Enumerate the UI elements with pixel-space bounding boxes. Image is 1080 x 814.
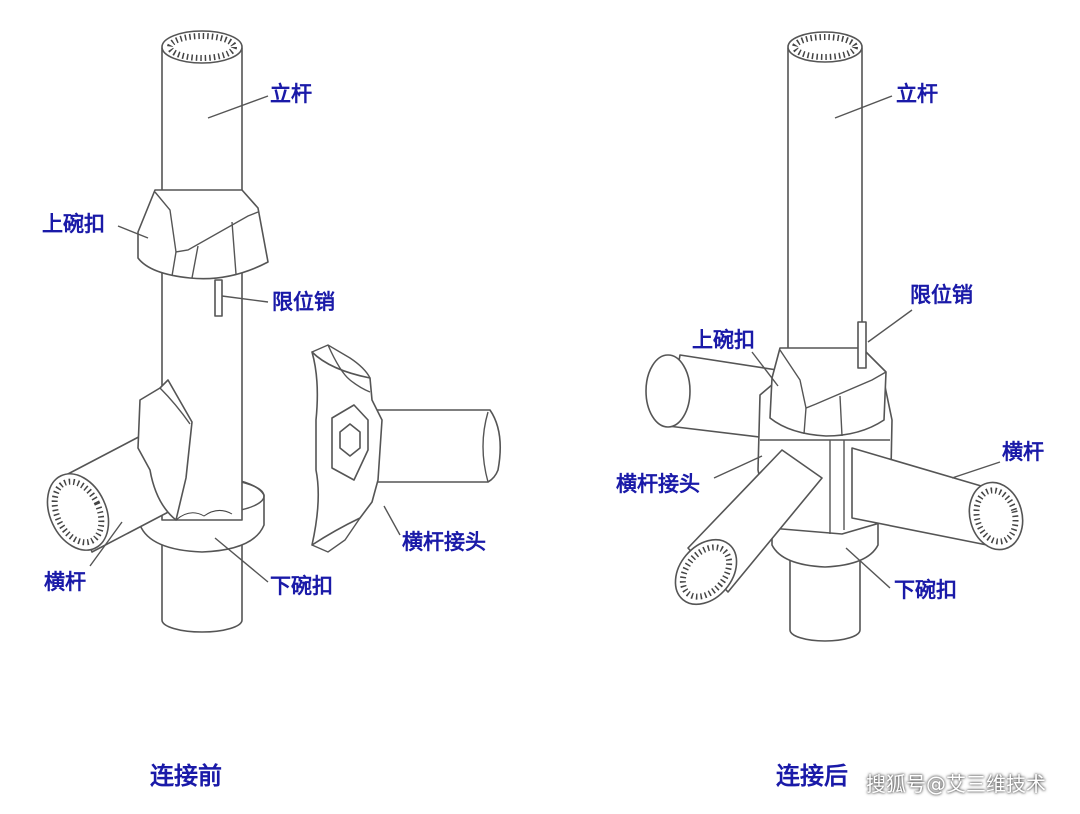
left-upright-bottom — [161, 529, 243, 633]
left-upper-cup — [137, 189, 269, 280]
right-upright-shaft — [787, 47, 863, 391]
right-label-lower-cup: 下碗扣 — [894, 578, 957, 602]
right-label-upper-cup: 上碗扣 — [692, 328, 755, 352]
right-crossbar-front-left — [674, 449, 823, 606]
right-label-crossbar: 横杆 — [1002, 440, 1044, 464]
right-caption: 连接后 — [776, 762, 848, 790]
right-label-crossbar-joint: 横杆接头 — [616, 472, 700, 496]
left-leaders — [89, 95, 401, 583]
right-label-upright: 立杆 — [896, 82, 938, 106]
left-label-upright: 立杆 — [270, 82, 312, 106]
left-caption: 连接前 — [150, 762, 222, 790]
right-upper-cup — [769, 347, 887, 437]
left-label-upper-cup: 上碗扣 — [42, 212, 105, 236]
right-crossbar-right — [851, 447, 1024, 551]
right-label-limit-pin: 限位销 — [910, 283, 973, 307]
left-crossbar-joint-on-bar — [137, 379, 193, 521]
left-limit-pin — [214, 279, 223, 317]
left-label-crossbar: 横杆 — [44, 570, 86, 594]
left-label-limit-pin: 限位销 — [272, 290, 335, 314]
watermark: 搜狐号@艾三维技术 — [866, 772, 1046, 796]
right-assembly — [645, 31, 1024, 642]
loose-crossbar-joint — [311, 344, 501, 553]
left-label-lower-cup: 下碗扣 — [270, 574, 333, 598]
right-limit-pin — [857, 321, 867, 369]
right-leaders — [713, 95, 1001, 589]
left-label-crossbar-joint: 横杆接头 — [402, 530, 486, 554]
left-assembly — [46, 30, 501, 633]
